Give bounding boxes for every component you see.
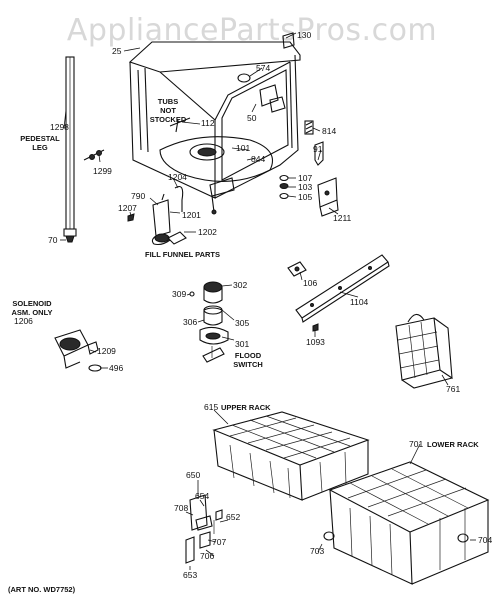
part-label-496: 496 <box>109 363 123 373</box>
part-label-652: 652 <box>226 512 240 522</box>
flood-switch-caption-line1: FLOOD <box>235 351 262 360</box>
leader-lines <box>60 32 476 570</box>
fill-funnel-assembly <box>127 185 187 246</box>
part-label-703: 703 <box>310 546 324 556</box>
upper-rack <box>212 411 370 501</box>
part-label-103: 103 <box>298 182 312 192</box>
part-label-1298: 1298 <box>50 122 69 132</box>
flood-switch-assembly <box>189 281 229 363</box>
rack-hardware <box>185 494 223 564</box>
pedestal-caption-line1: PEDESTAL <box>20 134 60 143</box>
part-label-112: 112 <box>201 118 215 128</box>
lower-rack-caption: LOWER RACK <box>427 440 479 449</box>
part-label-101: 101 <box>236 143 250 153</box>
part-label-574: 574 <box>256 63 270 73</box>
pedestal-leg <box>63 56 77 243</box>
part-label-650: 650 <box>186 470 200 480</box>
part-label-707: 707 <box>212 537 226 547</box>
part-label-91: 91 <box>313 144 323 154</box>
rail-assembly <box>287 254 390 332</box>
tub-assembly <box>128 32 301 215</box>
part-1299 <box>83 149 105 161</box>
part-label-1211: 1211 <box>333 213 352 223</box>
solenoid-assembly <box>54 329 102 372</box>
part-label-761: 761 <box>446 384 460 394</box>
group-captions: TUBS NOT STOCKED PEDESTAL LEG FILL FUNNE… <box>8 97 479 594</box>
part-label-306: 306 <box>183 317 197 327</box>
part-label-305: 305 <box>235 318 249 328</box>
part-label-615: 615 <box>204 402 218 412</box>
right-small-parts <box>279 120 339 217</box>
part-label-1206: 1206 <box>14 316 33 326</box>
tubs-caption-line2: NOT <box>160 106 176 115</box>
pedestal-caption-line2: LEG <box>32 143 48 152</box>
part-label-1201: 1201 <box>182 210 201 220</box>
silverware-basket <box>395 313 453 389</box>
upper-rack-caption: UPPER RACK <box>221 403 271 412</box>
watermark: AppliancePartsPros.com <box>67 13 437 48</box>
part-label-704: 704 <box>478 535 492 545</box>
lower-rack <box>323 461 490 585</box>
part-label-1204: 1204 <box>168 172 187 182</box>
part-label-130: 130 <box>297 30 311 40</box>
flood-switch-caption-line2: SWITCH <box>233 360 263 369</box>
part-label-1299: 1299 <box>93 166 112 176</box>
part-label-1202: 1202 <box>198 227 217 237</box>
part-label-706: 706 <box>200 551 214 561</box>
part-label-107: 107 <box>298 173 312 183</box>
part-label-1209: 1209 <box>97 346 116 356</box>
part-label-301: 301 <box>235 339 249 349</box>
part-label-790: 790 <box>131 191 145 201</box>
part-labels: 25 130 574 112 50 1298 814 101 844 91 12… <box>14 30 492 580</box>
part-label-309: 309 <box>172 289 186 299</box>
solenoid-caption-line2: ASM. ONLY <box>12 308 53 317</box>
part-label-302: 302 <box>233 280 247 290</box>
part-label-50: 50 <box>247 113 257 123</box>
part-label-106: 106 <box>303 278 317 288</box>
part-label-844: 844 <box>251 154 265 164</box>
part-label-70: 70 <box>48 235 58 245</box>
part-label-1093: 1093 <box>306 337 325 347</box>
part-label-25: 25 <box>112 46 122 56</box>
part-label-701: 701 <box>409 439 423 449</box>
solenoid-caption-line1: SOLENOID <box>12 299 52 308</box>
art-number: (ART NO. WD7752) <box>8 585 76 594</box>
part-label-814: 814 <box>322 126 336 136</box>
tubs-caption-line1: TUBS <box>158 97 178 106</box>
part-label-654: 654 <box>195 491 209 501</box>
tubs-caption-line3: STOCKED <box>150 115 187 124</box>
part-label-1104: 1104 <box>350 297 369 307</box>
part-label-708: 708 <box>174 503 188 513</box>
part-label-653: 653 <box>183 570 197 580</box>
part-label-1207: 1207 <box>118 203 137 213</box>
part-label-105: 105 <box>298 192 312 202</box>
fill-funnel-caption: FILL FUNNEL PARTS <box>145 250 220 259</box>
